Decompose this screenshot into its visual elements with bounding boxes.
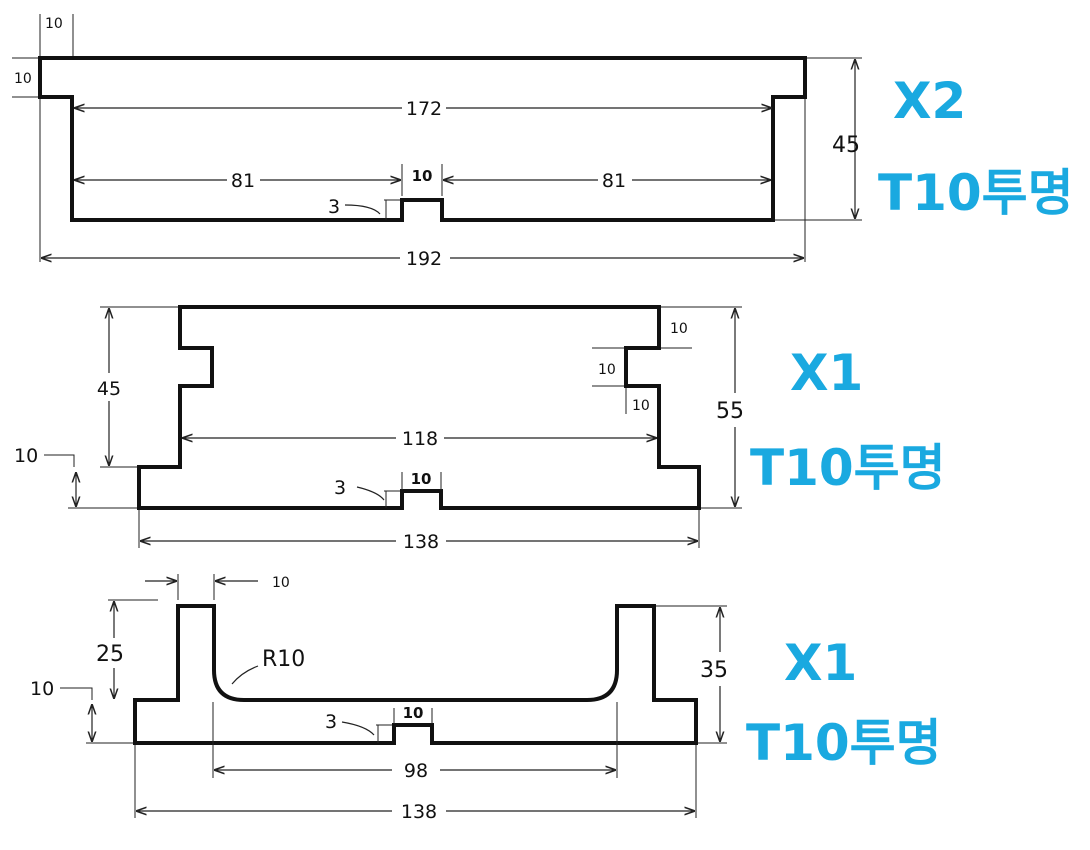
part-2-leader [356,486,385,501]
part-1-dim-right-span: 81 [602,170,626,192]
part-1-leader [344,204,381,215]
part-1-dim-height: 45 [832,133,860,158]
part-2-dim-left-height: 45 [97,378,121,400]
part-3-dim-inner-width: 98 [404,760,428,782]
part-3-dim-post-height: 25 [96,642,124,667]
part-1-dim-left-span: 81 [231,170,255,192]
part-3-outline [133,604,698,745]
part-1-material: T10투명 [878,164,1074,222]
part-3-dim-fillet-radius: R10 [262,647,305,672]
part-3-dim-overall-height: 35 [700,658,728,683]
part-3-dim-overall-width: 138 [401,801,437,823]
part-3-material: T10투명 [746,714,942,772]
part-2-dim-notch-width: 10 [411,470,432,488]
part-3-leader [60,687,93,700]
part-1-dim-overall-width: 192 [406,248,442,270]
part-1-dim-step-width: 10 [45,16,63,32]
part-3-leader [231,665,259,685]
part-2-dim-base-height: 10 [14,445,38,467]
part-2-dim-notch-depth: 3 [334,477,346,499]
part-2-dim-step-low: 10 [632,398,650,414]
part-2-outline [137,305,701,510]
part-3-drawing: 10 25 10 R10 3 10 98 138 35 X1 T10투명 [30,574,942,823]
part-3-dim-notch-width: 10 [403,704,424,722]
part-1-drawing: 10 10 172 81 10 81 3 45 192 X2 T10투명 [12,14,1074,270]
part-1-quantity: X2 [893,72,966,130]
part-1-dim-step-height: 10 [14,71,32,87]
part-2-dim-step-mid: 10 [598,362,616,378]
part-1-dim-inner-width: 172 [406,98,442,120]
part-2-drawing: 45 10 118 3 10 138 55 10 10 10 X1 T10투명 [14,305,946,553]
part-2-dim-overall-height: 55 [716,399,744,424]
part-3-dim-post-width: 10 [272,575,290,591]
part-2-leader [44,454,75,467]
part-3-dim-notch-depth: 3 [325,711,337,733]
part-3-leader [341,721,375,736]
part-1-outline [38,56,807,222]
part-2-material: T10투명 [750,439,946,497]
part-2-dim-inner-width: 118 [402,428,438,450]
part-2-dim-overall-width: 138 [403,531,439,553]
part-1-dim-notch-depth: 3 [328,196,340,218]
part-3-quantity: X1 [784,634,857,692]
part-2-dim-step-top: 10 [670,321,688,337]
part-1-dim-notch-width: 10 [412,167,433,185]
part-3-dim-base-height: 10 [30,678,54,700]
part-2-quantity: X1 [790,344,863,402]
